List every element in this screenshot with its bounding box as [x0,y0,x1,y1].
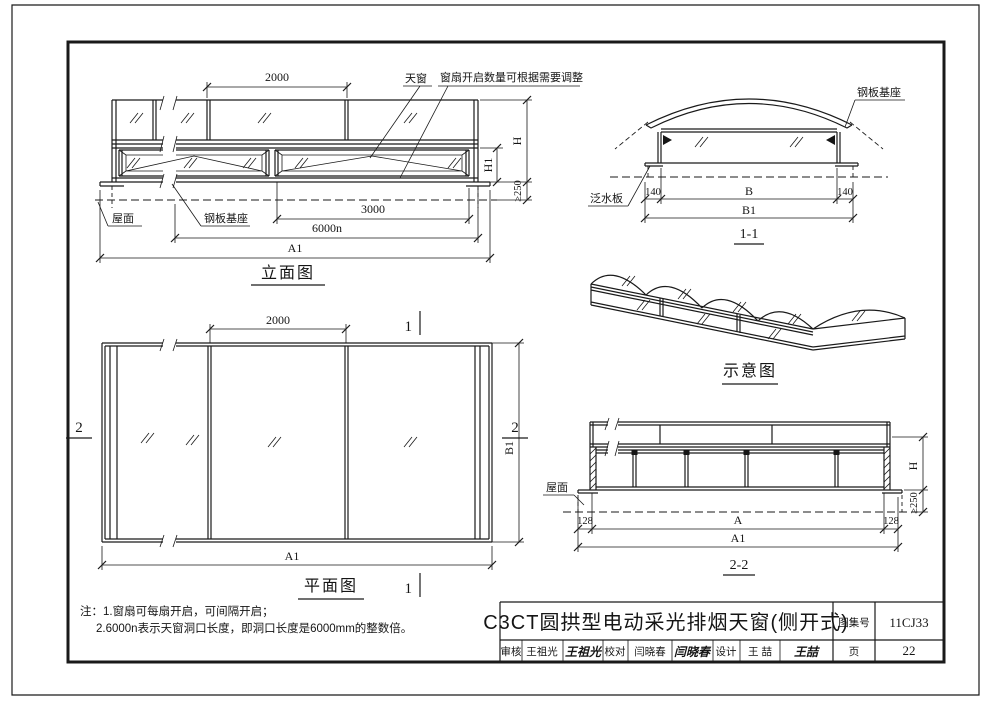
section11-dim-b1: B1 [742,203,756,217]
schematic-view: 示意图 [591,275,905,384]
elevation-dim-6000n: 6000n [312,221,342,235]
atlas-number-value: 11CJ33 [889,615,928,630]
elevation-linework [100,100,490,186]
elevation-dim-lines [100,82,532,263]
elevation-sash-detail [119,96,469,188]
section22-curb-dashed [578,495,902,512]
sheet-inner-border [68,42,944,662]
review-label: 审核 [501,645,522,658]
page-number: 22 [903,643,916,658]
plan-view: 1 1 2 2 2000 B1 A1 平面图 [66,311,528,599]
plan-section-marker-lines [66,311,528,597]
section11-flashing-dashed [615,122,883,149]
section11-leader-lines [588,100,905,206]
atlas-number-label: 图集号 [838,616,870,629]
section22-dim-ticks [573,432,928,552]
section22-wall-hatch [590,418,890,489]
elevation-label-base: 钢板基座 [204,211,248,225]
design-name: 王 喆 [748,645,772,658]
elevation-dim-h: H [510,136,524,145]
section11-label-base: 钢板基座 [857,85,901,99]
plan-dim-ticks [97,324,524,570]
note-line-2: 2.6000n表示天窗洞口长度，即洞口长度是6000mm的整数倍。 [96,621,412,635]
section22-linework [578,422,902,493]
plan-title: 平面图 [304,578,358,595]
section22-leader-lines [543,495,584,505]
elevation-label-adjust: 窗扇开启数量可根据需要调整 [440,70,583,84]
section22-title: 2-2 [730,558,749,573]
section22-label-roof: 屋面 [546,481,568,494]
plan-dim-lines [102,324,524,570]
section22-dim-a: A [734,513,743,527]
section22-dim-lines [578,437,928,552]
section11-curb-dashed [648,166,853,177]
section22-dim-h: H [906,461,920,470]
section11-dim-140-left: 140 [645,187,661,198]
proofread-label: 校对 [605,645,626,658]
plan-linework [102,343,492,542]
section11-linework [645,129,858,166]
section11-label-flashing: 泛水板 [590,191,623,205]
elevation-dim-3000: 3000 [361,202,385,216]
section11-dim-lines [645,168,853,223]
elevation-drop-dashed [112,186,478,208]
design-label: 设计 [716,645,737,658]
elevation-leader-lines [98,86,580,226]
section22-dim-250: ≥250 [909,492,920,514]
schematic-linework [591,275,905,350]
plan-marker-1-top: 1 [405,319,413,335]
section11-dim-b: B [745,184,753,198]
plan-dim-2000: 2000 [266,313,290,327]
section22-post-heads [631,450,840,455]
plan-marker-2-left: 2 [75,420,83,436]
page-label: 页 [849,646,860,658]
proofread-name: 闫晓春 [634,645,666,658]
note-line-1: 注：1.窗扇可每扇开启，可间隔开启； [80,604,274,618]
schematic-title: 示意图 [723,361,777,380]
section11-dim-140-right: 140 [837,187,853,198]
notes: 注：1.窗扇可每扇开启，可间隔开启； 2.6000n表示天窗洞口长度，即洞口长度… [80,604,412,635]
elevation-dim-2000: 2000 [265,70,289,84]
section11-glass-hatches [694,136,804,148]
elevation-dim-a1: A1 [288,241,303,255]
elevation-title: 立面图 [261,264,315,282]
section22-dim-128-right: 128 [883,516,899,527]
section11-arch [646,99,852,128]
plan-dim-b1: B1 [502,441,516,455]
section-2-2-view: 屋面 128 A 128 A1 H ≥250 2-2 [543,418,928,575]
proofread-signature: 闫晓春 [674,645,712,659]
sheet-outer-border [12,5,979,695]
plan-marker-2-right: 2 [511,420,519,436]
plan-glass-hatches [140,432,418,448]
elevation-label-roof: 屋面 [112,212,134,225]
title-block-row-dividers [522,640,780,662]
elevation-dim-250: ≥250 [513,180,524,202]
elevation-dim-h1: H1 [481,158,495,173]
sheet-title: C3CT圆拱型电动采光排烟天窗(侧开式) [483,611,849,634]
section22-dim-a1: A1 [731,531,746,545]
section-1-1-view: 140 B 140 B1 钢板基座 泛水板 1-1 [588,85,905,244]
plan-break-marks [160,339,177,547]
title-block: C3CT圆拱型电动采光排烟天窗(侧开式) 图集号 11CJ33 审核 王祖光 王… [483,602,944,662]
title-block-frame [500,602,944,662]
review-name: 王祖光 [526,645,558,658]
section22-dim-128-left: 128 [577,516,593,527]
elevation-view: 2000 3000 6000n A1 H H1 ≥250 天窗 窗扇开启数量可根… [95,70,583,285]
plan-dim-a1: A1 [285,549,300,563]
section11-hinge-icons [663,135,835,145]
elevation-label-skylight: 天窗 [405,71,427,85]
design-signature: 王喆 [794,645,820,659]
plan-marker-1-bottom: 1 [405,581,413,597]
review-signature: 王祖光 [565,645,603,659]
section11-title: 1-1 [740,227,759,242]
